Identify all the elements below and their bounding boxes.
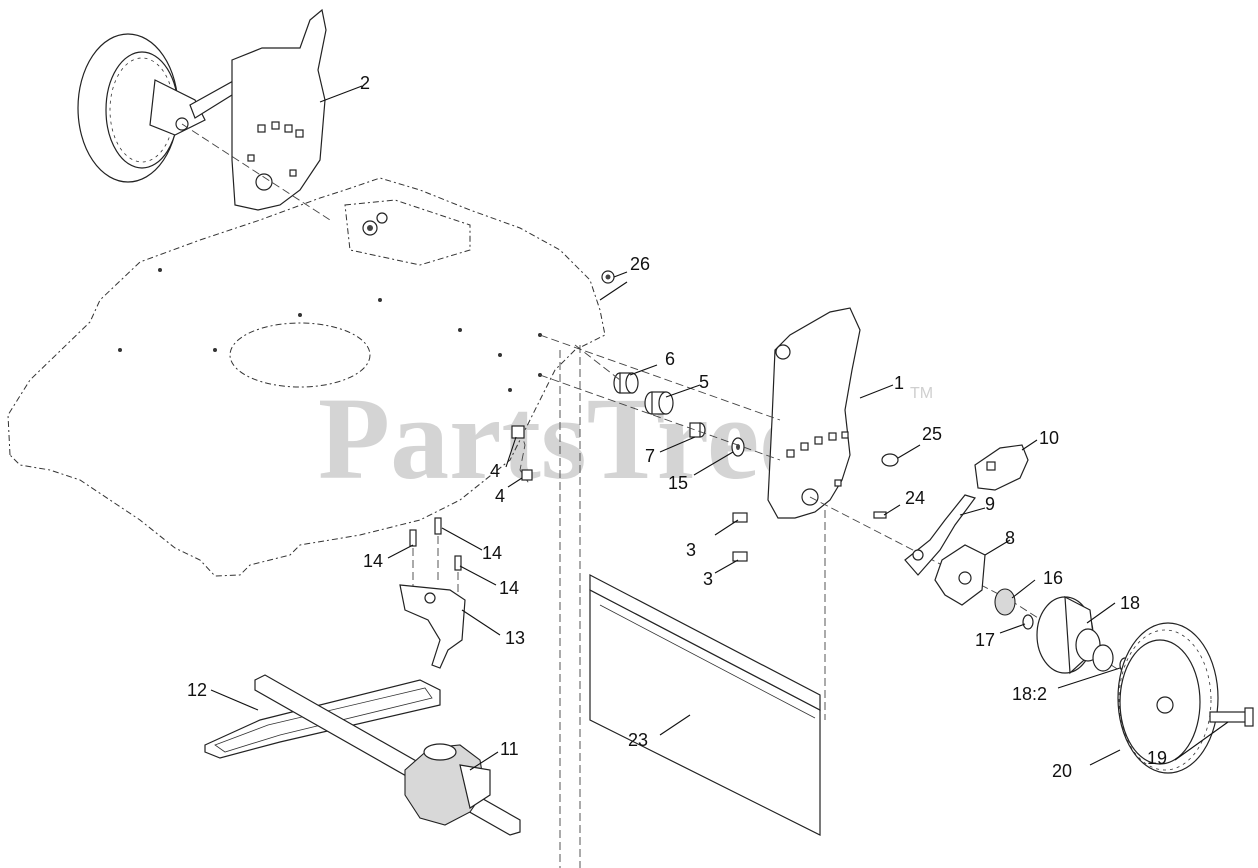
callout-6: 6 <box>665 349 675 369</box>
callout-25: 25 <box>922 424 942 444</box>
callout-18: 18 <box>1120 593 1140 613</box>
wheel-bolt-19 <box>1209 707 1254 727</box>
right-wheel-20 <box>1117 622 1219 774</box>
callout-7: 7 <box>645 446 655 466</box>
callout-11: 11 <box>500 739 519 759</box>
callout-12: 12 <box>187 680 207 700</box>
callout-4a: 4 <box>490 461 500 481</box>
knob-25 <box>881 453 899 467</box>
height-lever-9 <box>904 494 976 576</box>
screw-24 <box>873 511 887 519</box>
lever-handle-10 <box>974 444 1029 491</box>
callout-2: 2 <box>360 73 370 93</box>
left-wheel-assembly <box>77 33 241 183</box>
callout-8: 8 <box>1005 528 1015 548</box>
callout-16: 16 <box>1043 568 1063 588</box>
callout-labels: 2 1 26 6 5 7 15 4 4 3 3 25 10 24 9 8 16 … <box>187 73 1167 781</box>
watermark-tm: TM <box>910 385 933 402</box>
callout-3b: 3 <box>703 569 713 589</box>
callout-4b: 4 <box>495 486 505 506</box>
callout-18-2: 18:2 <box>1012 684 1047 704</box>
callout-20: 20 <box>1052 761 1072 781</box>
rear-flap-23 <box>589 574 821 836</box>
callout-14a: 14 <box>363 551 383 571</box>
nut-26 <box>601 270 615 284</box>
pivot-plate-8 <box>934 544 986 606</box>
watermark-text: PartsTree <box>318 373 812 504</box>
bolts-3 <box>732 512 748 562</box>
bolts-4 <box>511 425 533 481</box>
callout-17: 17 <box>975 630 995 650</box>
axle-bushing-5 <box>644 391 674 415</box>
leader-lines <box>210 85 1229 771</box>
callout-26: 26 <box>630 254 650 274</box>
wheel-hub-18 <box>1036 595 1114 675</box>
left-height-bracket <box>231 8 327 211</box>
callout-14b: 14 <box>482 543 502 563</box>
bracket-13 <box>399 584 466 669</box>
callout-5: 5 <box>699 372 709 392</box>
clip-17 <box>1022 614 1034 630</box>
deck-nut <box>362 212 388 236</box>
screws-14 <box>409 517 462 571</box>
callout-23: 23 <box>628 730 648 750</box>
gear-16 <box>994 588 1016 616</box>
callout-9: 9 <box>985 494 995 514</box>
axle-spacer-7 <box>689 422 706 438</box>
callout-3a: 3 <box>686 540 696 560</box>
axle-bushing-6 <box>613 372 639 394</box>
right-height-bracket <box>767 307 861 519</box>
callout-13: 13 <box>505 628 525 648</box>
deck-holes <box>118 268 542 392</box>
washer-15 <box>731 437 745 457</box>
callout-19: 19 <box>1147 748 1167 768</box>
callout-15: 15 <box>668 473 688 493</box>
transmission-11 <box>404 743 491 826</box>
callout-14c: 14 <box>499 578 519 598</box>
callout-10: 10 <box>1039 428 1059 448</box>
callout-1: 1 <box>894 373 904 393</box>
callout-24: 24 <box>905 488 925 508</box>
